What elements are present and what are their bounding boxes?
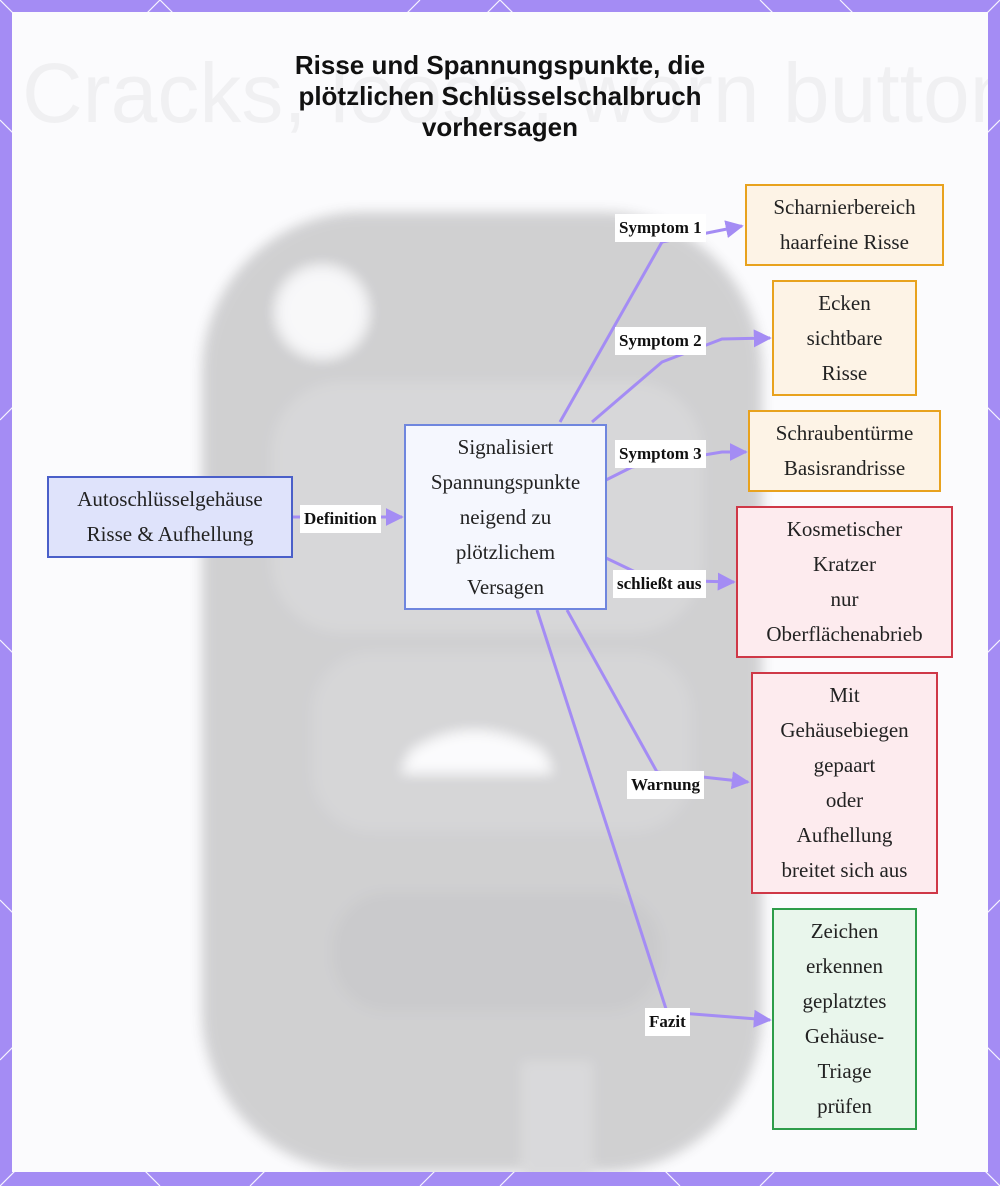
edge-label-warning: Warnung (627, 771, 704, 799)
node-text: Gehäuse- (804, 1024, 885, 1048)
node-definition: Signalisiert Spannungspunkte neigend zu … (404, 424, 607, 610)
node-text: Kosmetischer (786, 517, 903, 541)
edge-label-excludes: schließt aus (613, 570, 706, 598)
edge-label-symptom1: Symptom 1 (615, 214, 706, 242)
node-text: Versagen (467, 574, 544, 599)
diagram-title: Risse und Spannungspunkte, die plötzlich… (162, 50, 838, 143)
title-line: plötzlichen Schlüsselschalbruch (298, 81, 702, 111)
node-text: nur (830, 587, 859, 611)
node-text: sichtbare (806, 325, 883, 350)
node-text: Triage (817, 1059, 872, 1083)
node-text: prüfen (817, 1094, 872, 1118)
node-text: Gehäusebiegen (780, 718, 909, 742)
node-text: Spannungspunkte (430, 469, 581, 494)
edge-label-symptom3: Symptom 3 (615, 440, 706, 468)
node-text: oder (825, 788, 864, 812)
node-text: Schraubentürme (775, 421, 914, 445)
node-symptom1: Scharnierbereich haarfeine Risse (745, 184, 944, 266)
diagram-canvas: Cracks, loose, worn buttons Risse und Sp… (12, 12, 988, 1172)
node-text: neigend zu (459, 504, 552, 529)
node-text: Aufhellung (796, 823, 893, 847)
node-text: Mit (829, 683, 860, 707)
edge-label-definition: Definition (300, 505, 381, 533)
node-text: breitet sich aus (781, 858, 908, 882)
edge-label-conclusion: Fazit (645, 1008, 690, 1036)
edge-label-symptom2: Symptom 2 (615, 327, 706, 355)
node-text: Zeichen (810, 919, 879, 943)
title-line: vorhersagen (421, 112, 579, 142)
node-text: geplatztes (802, 989, 887, 1013)
node-text: erkennen (806, 954, 883, 978)
edge-conclusion-line (535, 609, 772, 1028)
edge-warning-line (565, 609, 750, 790)
node-text: Scharnierbereich (773, 195, 916, 219)
node-text: Risse (821, 360, 868, 385)
svg-text:Cracks, loose, worn buttons: Cracks, loose, worn buttons (22, 46, 988, 140)
node-text: Basisrandrisse (783, 456, 906, 480)
node-text: Kratzer (813, 552, 876, 576)
title-line: Risse und Spannungspunkte, die (294, 50, 706, 80)
node-text: Signalisiert (457, 434, 554, 459)
node-text: Autoschlüsselgehäuse (77, 487, 263, 511)
node-conclusion: Zeichen erkennen geplatztes Gehäuse- Tri… (772, 908, 917, 1130)
node-text: Ecken (818, 290, 871, 315)
node-text: Risse & Aufhellung (86, 522, 254, 546)
node-text: plötzlichem (455, 539, 556, 564)
node-excludes: Kosmetischer Kratzer nur Oberflächenabri… (736, 506, 953, 658)
node-warning: Mit Gehäusebiegen gepaart oder Aufhellun… (751, 672, 938, 894)
edge-symptom1-line (558, 220, 744, 423)
node-text: haarfeine Risse (780, 230, 909, 254)
node-text: Oberflächenabrieb (766, 622, 923, 646)
node-symptom2: Ecken sichtbare Risse (772, 280, 917, 396)
node-text: gepaart (813, 753, 876, 777)
